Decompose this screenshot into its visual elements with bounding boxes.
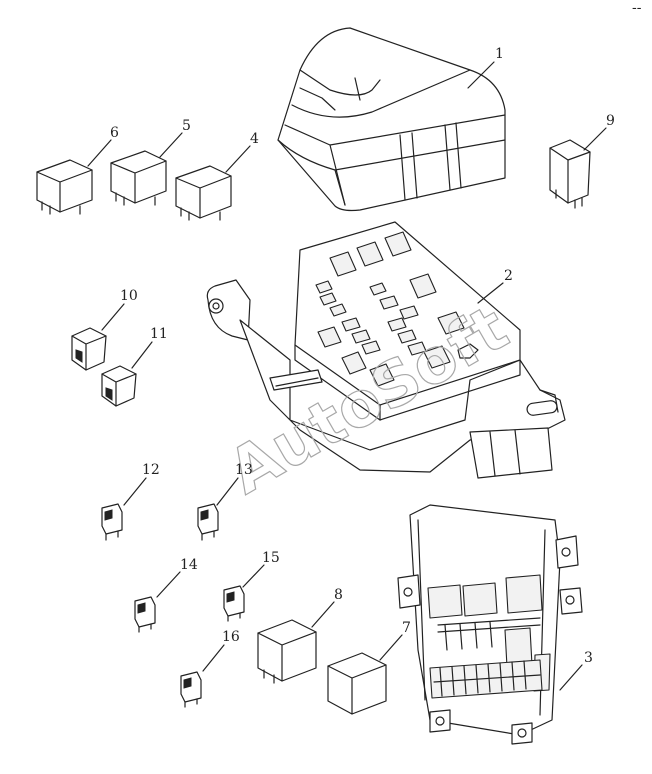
part-16-fuse (180, 671, 202, 708)
part-9-relay (549, 139, 591, 209)
part-8-relay (257, 619, 317, 684)
callout-12: 12 (142, 462, 160, 478)
corner-mark: -- (632, 0, 642, 16)
part-2-fuse-slots (315, 280, 427, 356)
part-11-mini-relay (101, 365, 137, 407)
callout-14: 14 (180, 557, 198, 573)
callout-13: 13 (235, 462, 253, 478)
part-6-relay (36, 159, 93, 215)
part-1-fuse-box-cover (277, 27, 506, 212)
part-10-mini-relay (71, 327, 107, 371)
callout-10: 10 (120, 288, 138, 304)
callout-3: 3 (584, 650, 593, 666)
callout-2: 2 (504, 268, 513, 284)
part-7-relay (327, 652, 387, 715)
part-14-fuse (134, 596, 156, 633)
callout-16: 16 (222, 629, 240, 645)
leader-lines (87, 61, 607, 691)
part-4-relay (175, 165, 232, 221)
part-3-fuse-panel (397, 504, 583, 745)
callout-11: 11 (150, 326, 168, 342)
callout-7: 7 (402, 620, 411, 636)
part-5-relay (110, 150, 167, 206)
part-2-fuse-box-body (206, 221, 566, 479)
part-13-fuse (197, 503, 219, 541)
callout-9: 9 (606, 113, 615, 129)
callout-1: 1 (495, 46, 504, 62)
callout-15: 15 (262, 550, 280, 566)
part-2-relay-sockets (317, 231, 465, 387)
callout-4: 4 (250, 131, 259, 147)
callout-6: 6 (110, 125, 119, 141)
part-12-fuse (101, 503, 123, 541)
callout-8: 8 (334, 587, 343, 603)
callout-labels: 1 2 3 4 5 6 7 8 9 10 11 12 13 14 15 16 (110, 46, 615, 666)
callout-5: 5 (182, 118, 191, 134)
part-15-fuse (223, 585, 245, 622)
